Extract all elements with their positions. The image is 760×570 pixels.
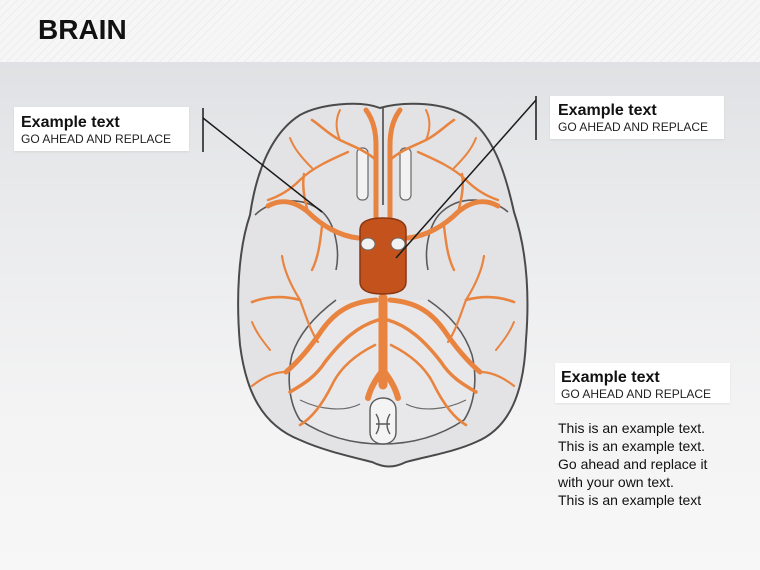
body-paragraph: This is an example text. This is an exam…: [558, 419, 707, 509]
callout-left: Example text GO AHEAD AND REPLACE: [14, 107, 189, 151]
temporal-branch-right-1: [464, 295, 516, 304]
title-bar: [0, 0, 760, 62]
callout-heading: Example text: [558, 102, 657, 119]
callout-bottom: Example text GO AHEAD AND REPLACE: [555, 363, 730, 403]
page-title: BRAIN: [38, 14, 127, 45]
occipital-branch-left: [250, 370, 288, 388]
olfactory-tract-right: [399, 147, 412, 201]
optic-chiasm-left: [360, 237, 376, 251]
anterior-cerebral-artery-right: [387, 107, 403, 228]
callout-subtext: GO AHEAD AND REPLACE: [561, 387, 712, 401]
cerebellar-branch-left: [298, 343, 377, 427]
callout-heading: Example text: [561, 369, 660, 386]
middle-cerebral-branch-left-1: [302, 172, 310, 214]
callout-subtext: GO AHEAD AND REPLACE: [21, 132, 172, 146]
cerebellar-branch-right: [389, 343, 468, 427]
temporal-branch-right-3: [446, 298, 468, 344]
occipital-branch-left-2: [251, 321, 271, 351]
vertebral-artery-left: [365, 367, 386, 401]
cerebellum-fold-left: [299, 399, 361, 410]
temporal-branch-left-1: [250, 295, 302, 304]
optic-chiasm-right: [390, 237, 406, 251]
frontal-branch-left-2: [289, 137, 313, 169]
superior-cerebellar-artery-left: [288, 318, 380, 394]
superior-cerebellar-artery-right: [386, 318, 478, 394]
vertebral-artery-right: [380, 367, 401, 401]
occipital-branch-right-2: [495, 321, 515, 351]
circle-of-willis: [359, 217, 407, 295]
frontal-branch-left: [266, 150, 350, 202]
callout-heading: Example text: [21, 114, 120, 131]
body-line: This is an example text.: [558, 438, 706, 454]
temporal-branch-right-2: [464, 254, 486, 302]
callout-right: Example text GO AHEAD AND REPLACE: [550, 96, 724, 139]
body-line: This is an example text: [558, 492, 702, 508]
body-line: This is an example text.: [558, 420, 706, 436]
middle-cerebral-branch-right-1: [456, 172, 464, 214]
pointer-line-right: [395, 99, 537, 259]
posterior-cerebral-artery-left: [283, 297, 379, 375]
temporal-branch-left-2: [280, 254, 302, 302]
olfactory-tract-left: [356, 147, 369, 201]
anterior-branch-left-b: [335, 109, 341, 141]
middle-cerebral-branch-left-2: [310, 224, 324, 272]
frontal-branch-right-2: [453, 137, 477, 169]
cerebellum-fold-right: [405, 399, 467, 410]
body-line: Go ahead and replace it: [558, 456, 708, 472]
cerebral-arteries: [250, 107, 516, 427]
anterior-cerebral-artery-left: [363, 107, 379, 228]
callout-subtext: GO AHEAD AND REPLACE: [558, 120, 709, 134]
temporal-branch-left-3: [298, 298, 320, 344]
posterior-cerebral-artery-right: [387, 297, 483, 375]
medulla-section: [369, 397, 397, 445]
pointer-line-left: [202, 117, 323, 213]
anterior-branch-right-b: [425, 109, 431, 141]
middle-cerebral-branch-right-2: [442, 224, 456, 272]
medulla-butterfly: [375, 413, 391, 435]
occipital-branch-right: [478, 370, 516, 388]
body-line: with your own text.: [558, 474, 674, 490]
